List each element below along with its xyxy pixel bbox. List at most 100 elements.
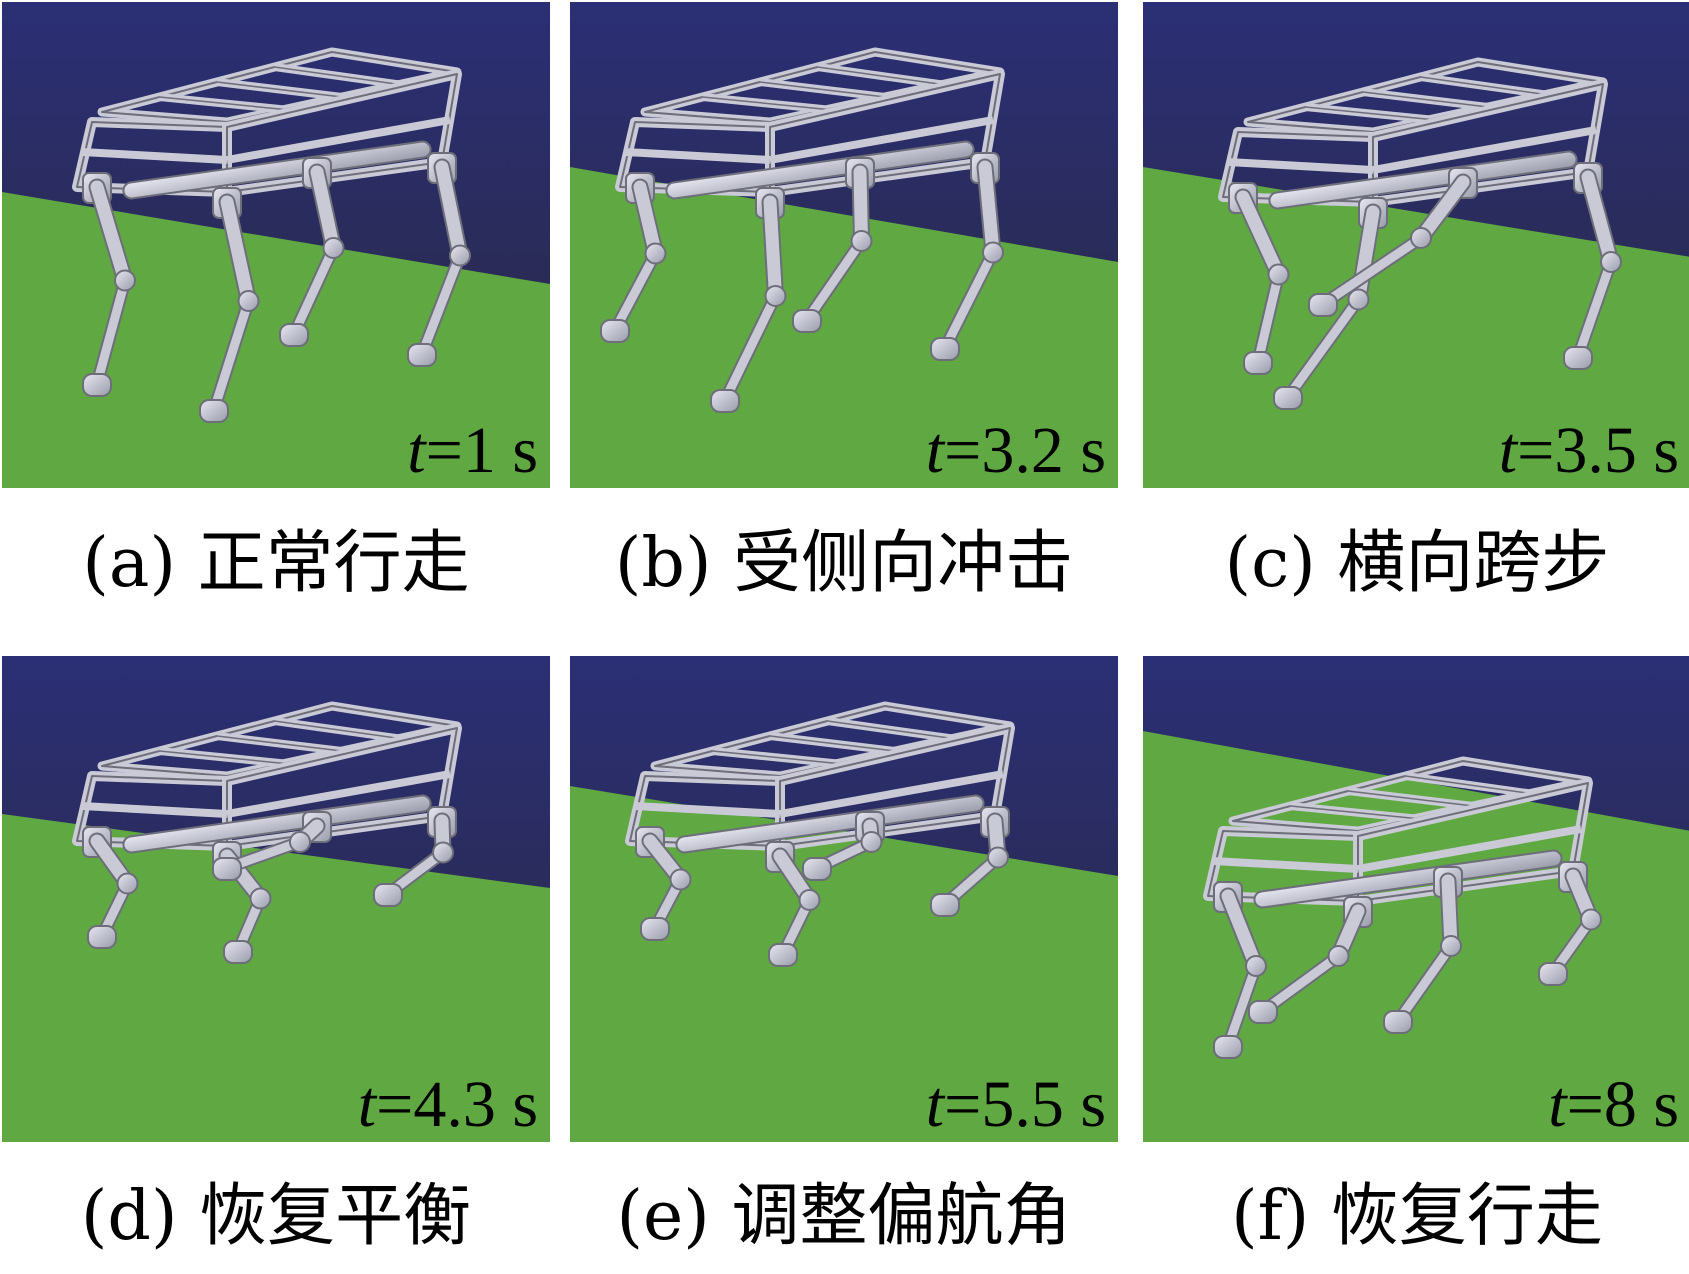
robot-leg bbox=[199, 187, 260, 423]
foot bbox=[1563, 346, 1593, 370]
drive-shaft bbox=[1268, 150, 1578, 210]
knee-joint bbox=[432, 841, 454, 864]
quadruped-robot bbox=[72, 701, 462, 964]
foot bbox=[1213, 1035, 1243, 1059]
quadruped-robot bbox=[625, 701, 1015, 967]
knee-joint bbox=[1327, 945, 1350, 967]
time-label-e: t=5.5 s bbox=[925, 1068, 1106, 1141]
thigh bbox=[633, 180, 662, 260]
drive-shaft bbox=[1253, 849, 1563, 909]
thigh bbox=[763, 195, 782, 303]
simulation-frame-f: t=8 s bbox=[1143, 656, 1689, 1142]
robot-leg bbox=[212, 811, 332, 881]
knee-joint bbox=[116, 872, 139, 895]
thigh bbox=[90, 180, 132, 287]
foot bbox=[930, 337, 960, 361]
foot bbox=[768, 943, 798, 967]
robot-scene-c bbox=[1143, 2, 1689, 488]
knee-joint bbox=[114, 269, 136, 292]
drive-shaft bbox=[675, 794, 985, 854]
foot bbox=[930, 893, 960, 917]
robot-leg bbox=[802, 811, 885, 881]
knee-joint bbox=[764, 285, 787, 307]
foot bbox=[373, 883, 403, 907]
simulation-frame-a: t=1 s bbox=[2, 2, 550, 488]
quadruped-robot bbox=[600, 47, 1005, 413]
quadruped-robot bbox=[1203, 756, 1602, 1059]
time-label-c: t=3.5 s bbox=[1498, 414, 1679, 487]
knee-joint bbox=[322, 237, 345, 259]
knee-joint bbox=[1347, 288, 1370, 311]
knee-joint bbox=[1410, 227, 1432, 249]
shank bbox=[1223, 961, 1261, 1051]
shank bbox=[720, 291, 780, 405]
foot bbox=[199, 399, 229, 423]
robot-leg bbox=[930, 806, 1010, 917]
shank bbox=[802, 236, 866, 325]
knee-joint bbox=[987, 846, 1009, 869]
knee-joint bbox=[289, 831, 311, 853]
thigh bbox=[1414, 175, 1470, 245]
robot-leg bbox=[1228, 182, 1290, 375]
knee-joint bbox=[1267, 263, 1290, 286]
foot bbox=[407, 343, 437, 367]
foot bbox=[82, 373, 112, 397]
foot bbox=[1243, 351, 1273, 375]
knee-joint bbox=[850, 230, 873, 252]
thigh bbox=[1581, 170, 1618, 269]
robot-scene-a bbox=[2, 2, 550, 488]
shank bbox=[1283, 295, 1363, 402]
foot bbox=[1273, 386, 1303, 410]
robot-leg bbox=[1538, 861, 1602, 986]
robot-scene-e bbox=[570, 656, 1118, 1142]
drive-shaft bbox=[122, 140, 432, 200]
caption-b: (b) 受侧向冲击 bbox=[614, 524, 1074, 603]
robot-leg bbox=[407, 152, 471, 367]
foot bbox=[710, 389, 740, 413]
caption-e: (e) 调整偏航角 bbox=[616, 1177, 1072, 1256]
knee-joint bbox=[798, 889, 821, 911]
foot bbox=[212, 857, 242, 881]
robot-leg bbox=[600, 172, 667, 343]
ground-plane bbox=[2, 814, 550, 1142]
robot-scene-f bbox=[1143, 656, 1689, 1142]
thigh bbox=[978, 160, 1000, 259]
shank bbox=[209, 296, 253, 415]
time-label-b: t=3.2 s bbox=[925, 414, 1106, 487]
knee-joint bbox=[1580, 908, 1602, 931]
robot-leg bbox=[1213, 881, 1267, 1059]
time-label-f: t=8 s bbox=[1548, 1068, 1679, 1141]
foot bbox=[1538, 962, 1568, 986]
foot bbox=[1248, 1000, 1278, 1024]
knee-joint bbox=[237, 290, 260, 312]
caption-c: (c) 横向跨步 bbox=[1224, 524, 1610, 603]
robot-leg bbox=[1383, 866, 1463, 1034]
thigh bbox=[435, 160, 467, 262]
caption-d: (d) 恢复平衡 bbox=[80, 1177, 472, 1256]
robot-leg bbox=[635, 826, 692, 941]
robot-leg bbox=[279, 157, 345, 347]
ground-plane bbox=[2, 192, 550, 488]
robot-leg bbox=[82, 172, 136, 397]
drive-shaft bbox=[122, 794, 432, 854]
thigh bbox=[1221, 889, 1263, 973]
quadruped-robot bbox=[72, 47, 471, 423]
time-label-d: t=4.3 s bbox=[357, 1068, 538, 1141]
time-label-a: t=1 s bbox=[407, 414, 538, 487]
robot-leg bbox=[765, 841, 821, 967]
simulation-frame-b: t=3.2 s bbox=[570, 2, 1118, 488]
thigh bbox=[220, 195, 255, 308]
caption-a: (a) 正常行走 bbox=[82, 524, 470, 603]
thigh bbox=[310, 165, 340, 255]
shank bbox=[1573, 257, 1616, 362]
quadruped-robot bbox=[1218, 57, 1622, 410]
shank bbox=[940, 248, 998, 353]
foot bbox=[87, 925, 117, 949]
ground-plane bbox=[570, 167, 1118, 488]
shank bbox=[1258, 951, 1343, 1016]
thigh bbox=[1236, 190, 1285, 281]
robot-leg bbox=[1248, 896, 1373, 1024]
simulation-frame-e: t=5.5 s bbox=[570, 656, 1118, 1142]
knee-joint bbox=[669, 868, 692, 891]
robot-leg bbox=[373, 806, 457, 907]
